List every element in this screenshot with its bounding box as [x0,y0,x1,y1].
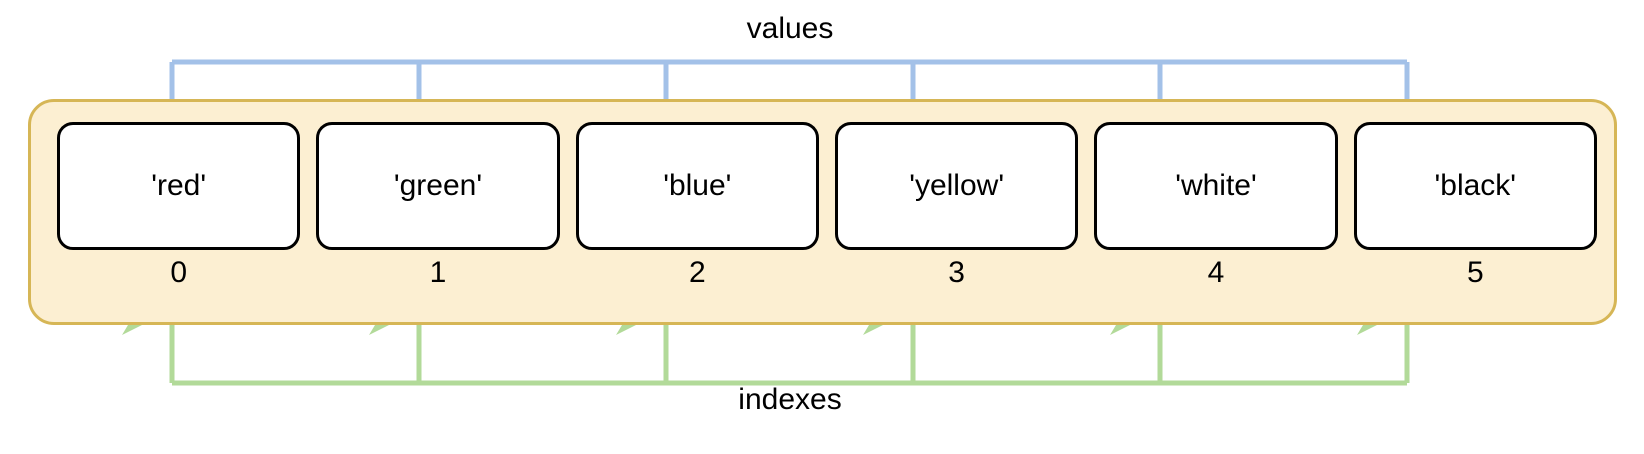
array-cells: 'red' 'green' 'blue' 'yellow' 'white' 'b… [57,122,1597,250]
array-index-label: 4 [1207,256,1225,289]
array-cell[interactable]: 'green' [316,122,560,250]
array-index-label: 2 [688,256,706,289]
array-cell-value: 'red' [151,169,207,202]
array-cell-value: 'blue' [663,169,732,202]
array-index-label: 1 [429,256,447,289]
array-cell-value: 'green' [393,169,483,202]
array-cell[interactable]: 'blue' [575,122,819,250]
array-cell[interactable]: 'red' [57,122,301,250]
values-label: values [746,12,834,45]
array-cell-value: 'white' [1175,169,1257,202]
array-index-label: 5 [1466,256,1484,289]
indexes-label: indexes [738,383,842,416]
array-index-label: 3 [948,256,965,289]
array-cell[interactable]: 'black' [1353,122,1597,250]
array-indexes: 0 1 2 3 4 5 [57,253,1597,293]
array-cell[interactable]: 'white' [1094,122,1338,250]
array-cell-value: 'black' [1434,169,1517,202]
array-cell[interactable]: 'yellow' [834,122,1079,250]
array-cell-value: 'yellow' [909,169,1005,202]
array-index-label: 0 [170,256,187,289]
